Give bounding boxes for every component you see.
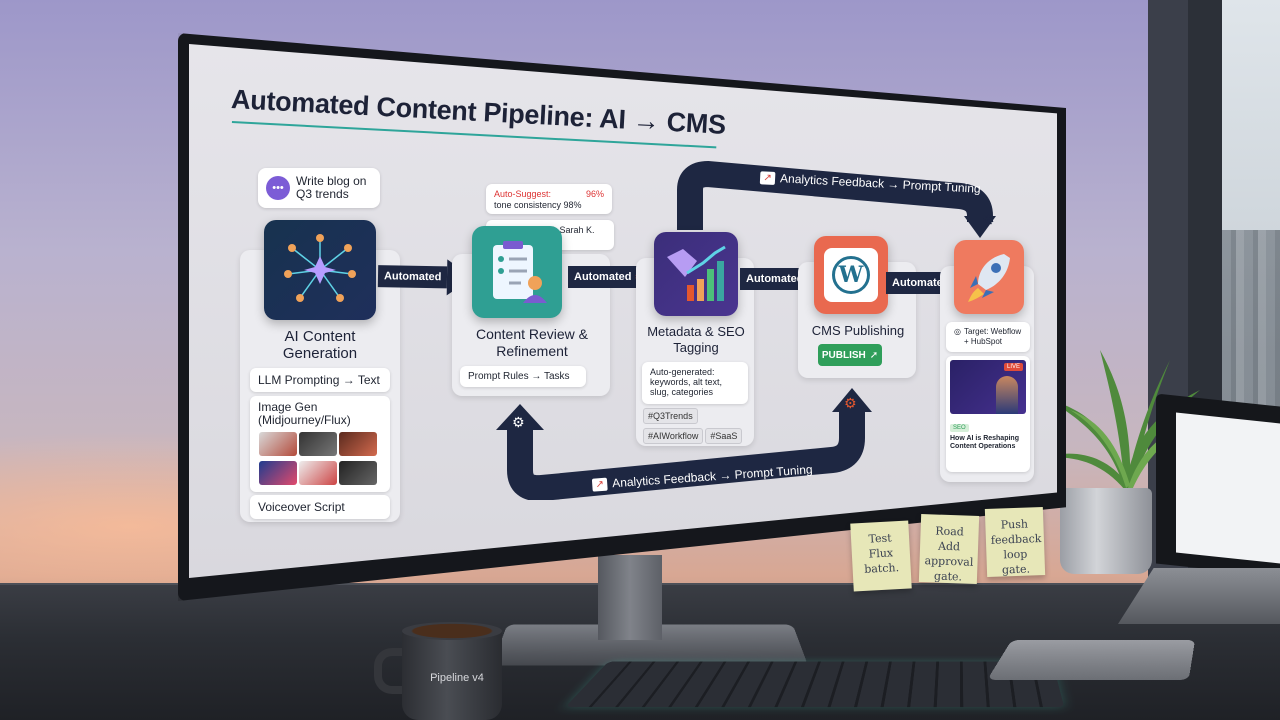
auto-suggest-percent: 96%: [585, 189, 604, 199]
coffee-surface: [402, 622, 502, 640]
connector-label: Automated: [892, 277, 950, 289]
preview-post-title: How AI is Reshaping Content Operations: [950, 435, 1019, 450]
image-thumbnail: [259, 461, 297, 485]
monitor-stand-neck: [598, 555, 662, 640]
publish-button-label: PUBLISH: [821, 349, 866, 361]
seo-tag[interactable]: #AIWorkflow: [643, 428, 704, 444]
review-checklist-icon: [472, 226, 562, 318]
clipboard-check-icon: [493, 241, 547, 303]
trackpad[interactable]: [987, 639, 1196, 680]
seo-tag-list: #Q3Trends #AIWorkflow#SaaS: [642, 406, 752, 446]
wordpress-w-icon: W: [832, 256, 870, 294]
auto-generated-notice: Auto-generated: keywords, alt text, slug…: [642, 362, 748, 404]
gear-icon: ⚙: [982, 212, 995, 228]
auto-suggest-notice: Auto-Suggest: 96% tone consistency 98%: [486, 184, 612, 214]
ai-brain-icon: [264, 220, 376, 320]
target-icon: ◎: [954, 327, 961, 336]
laptop-keyboard-base: [1118, 568, 1280, 624]
mug-handle: [374, 648, 410, 694]
neural-network-icon: [284, 234, 356, 302]
rocket-launch-icon: [954, 240, 1024, 314]
gear-icon: ⚙: [512, 414, 525, 430]
sticky-note: Road Add approval gate.: [918, 514, 980, 584]
prompt-rules-chip: Prompt Rules → Tasks: [460, 366, 586, 387]
seo-tag[interactable]: #Q3Trends: [643, 408, 698, 424]
wordpress-logo-icon: W: [824, 248, 878, 302]
sticky-note: Test Flux batch.: [850, 520, 912, 592]
sticky-note: Push feedback loop gate.: [984, 507, 1046, 577]
gear-icon: ⚙: [844, 395, 857, 411]
connector-label: Automated: [383, 270, 442, 284]
item-image-gen-text: Image Gen (Midjourney/Flux): [258, 400, 351, 427]
tag-growth-chart-icon: [667, 245, 726, 301]
keyboard[interactable]: [565, 661, 1065, 708]
target-platforms: ◎Target: Webflow + HubSpot: [946, 322, 1030, 352]
seo-tag-chart-icon: [654, 232, 738, 316]
image-thumbnail: [299, 461, 337, 485]
item-image-gen: Image Gen (Midjourney/Flux): [250, 396, 390, 492]
analytics-chart-icon: ↗: [759, 170, 776, 185]
chat-icon: •••: [266, 176, 290, 200]
rocket-small-icon: ➚: [869, 349, 879, 361]
prompt-bubble-text: Write blog on Q3 trends: [296, 174, 367, 201]
seo-badge: SEO: [950, 424, 969, 432]
stage-label-review: Content Review & Refinement: [475, 326, 589, 359]
target-platforms-text: Target: Webflow + HubSpot: [963, 327, 1022, 346]
publish-button[interactable]: PUBLISH➚: [818, 344, 882, 366]
stage-label-cms: CMS Publishing: [811, 323, 905, 338]
mug-label: Pipeline v4: [430, 672, 484, 684]
stage-label-seo: Metadata & SEO Tagging: [647, 324, 745, 355]
prompt-bubble: ••• Write blog on Q3 trends: [258, 168, 380, 208]
coffee-mug: [402, 628, 502, 720]
image-thumbnail: [339, 461, 377, 485]
auto-suggest-line: tone consistency 98%: [494, 200, 582, 210]
item-voiceover-script: Voiceover Script: [250, 495, 390, 519]
image-thumbnail: [339, 432, 377, 456]
live-badge: LIVE: [1003, 363, 1023, 371]
presenter-avatar: [996, 376, 1018, 414]
live-post-preview: LIVE SEO How AI is Reshaping Content Ope…: [946, 356, 1030, 472]
plant-pot: [1060, 488, 1152, 574]
preview-hero-image: LIVE: [950, 360, 1026, 414]
laptop-app-window: [1176, 412, 1280, 564]
image-thumbnail: [299, 432, 337, 456]
wordpress-icon: W: [814, 236, 888, 314]
auto-suggest-flag: Auto-Suggest:: [494, 189, 552, 199]
item-llm-prompting: LLM Prompting → Text: [250, 368, 390, 392]
image-thumbnails: [258, 431, 382, 489]
stage-label-ai-generation: AI Content Generation: [282, 328, 358, 362]
analytics-chart-icon: ↗: [591, 477, 608, 492]
feedback-loop-paths: [496, 160, 996, 500]
connector-label: Automated: [746, 273, 804, 285]
rocket-icon: [968, 254, 1010, 302]
image-thumbnail: [259, 432, 297, 456]
seo-tag[interactable]: #SaaS: [705, 428, 743, 444]
connector-label: Automated: [574, 271, 632, 283]
